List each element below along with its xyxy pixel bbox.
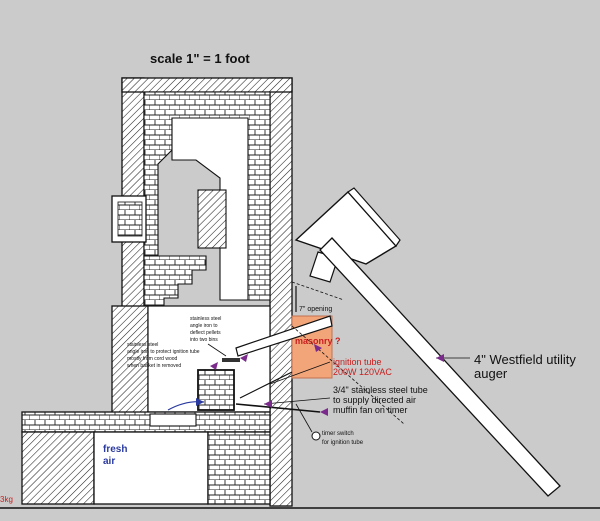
angle-iron-label-4: when basket in removed: [127, 363, 182, 369]
upper-hearth-block: [197, 189, 227, 249]
deflector-label-2: angle iron to: [190, 323, 218, 329]
left-chimney-wall: [121, 77, 145, 309]
arrow-tube-end: [320, 408, 328, 416]
arrow-fresh-air: [196, 398, 204, 406]
arrow-masonry: [314, 344, 322, 352]
side-door-inner: [117, 201, 143, 237]
deflector-angle-iron: [222, 358, 240, 362]
arrow-basket-top: [210, 362, 218, 370]
arrow-tube: [264, 400, 272, 408]
pellet-chute: [235, 315, 333, 357]
scale-title: scale 1" = 1 foot: [150, 51, 250, 66]
deflector-leader: [207, 343, 227, 357]
ignition-tube-label-1: ignition tube: [333, 357, 382, 367]
steel-tube-label-2: to supply directed air: [333, 395, 417, 405]
deflector-label-3: deflect pellets: [190, 330, 221, 336]
steel-tube-label-1: 3/4" stainless steel tube: [333, 385, 428, 395]
auger-hopper-side: [347, 187, 401, 247]
arrow-auger: [436, 354, 444, 362]
angle-iron-label-1: stainless steel: [127, 342, 159, 348]
tube-leader: [263, 397, 331, 405]
fresh-air-label-1: fresh: [103, 444, 128, 455]
deflector-label-1: stainless steel: [190, 316, 222, 322]
angle-iron-label-2: angle iron to protect ignition tube: [127, 349, 200, 355]
opening-label: 7" opening: [299, 306, 333, 313]
steel-air-tube: [235, 403, 321, 413]
fresh-air-duct: [93, 431, 209, 505]
arrow-deflector: [240, 354, 248, 362]
right-chimney-wall: [269, 77, 293, 507]
auger-label-line-2: auger: [474, 366, 508, 381]
corner-fragment: 3kg: [0, 495, 13, 504]
pellet-basket: [197, 369, 235, 411]
auger-label-line-1: 4" Westfield utility: [474, 352, 576, 367]
angle-iron-label-3: mostly from cord wood: [127, 356, 178, 362]
timer-label-2: for ignition tube: [322, 440, 364, 446]
masonry-label: masonry ?: [295, 336, 341, 346]
fresh-air-label-2: air: [103, 456, 116, 467]
ignition-leader: [269, 361, 331, 385]
timer-leader: [295, 403, 313, 433]
stepped-flue-section: [143, 255, 207, 307]
ignition-tube-label-2: 200W 120VAC: [333, 367, 392, 377]
auger-feed-line: [291, 281, 345, 301]
fresh-air-duct-top: [21, 431, 95, 505]
base-block-right: [207, 431, 271, 505]
hearth-slab: [21, 411, 271, 433]
steel-tube-label-3: muffin fan on timer: [333, 405, 408, 415]
timer-label-1: timer switch: [322, 431, 354, 437]
timer-switch-icon: [311, 431, 321, 441]
chimney-cap: [121, 77, 293, 93]
mantle-shelf: [149, 413, 197, 427]
ignition-tube: [239, 371, 293, 399]
auger-tube: [319, 237, 561, 497]
deflector-label-4: into two bins: [190, 337, 218, 343]
